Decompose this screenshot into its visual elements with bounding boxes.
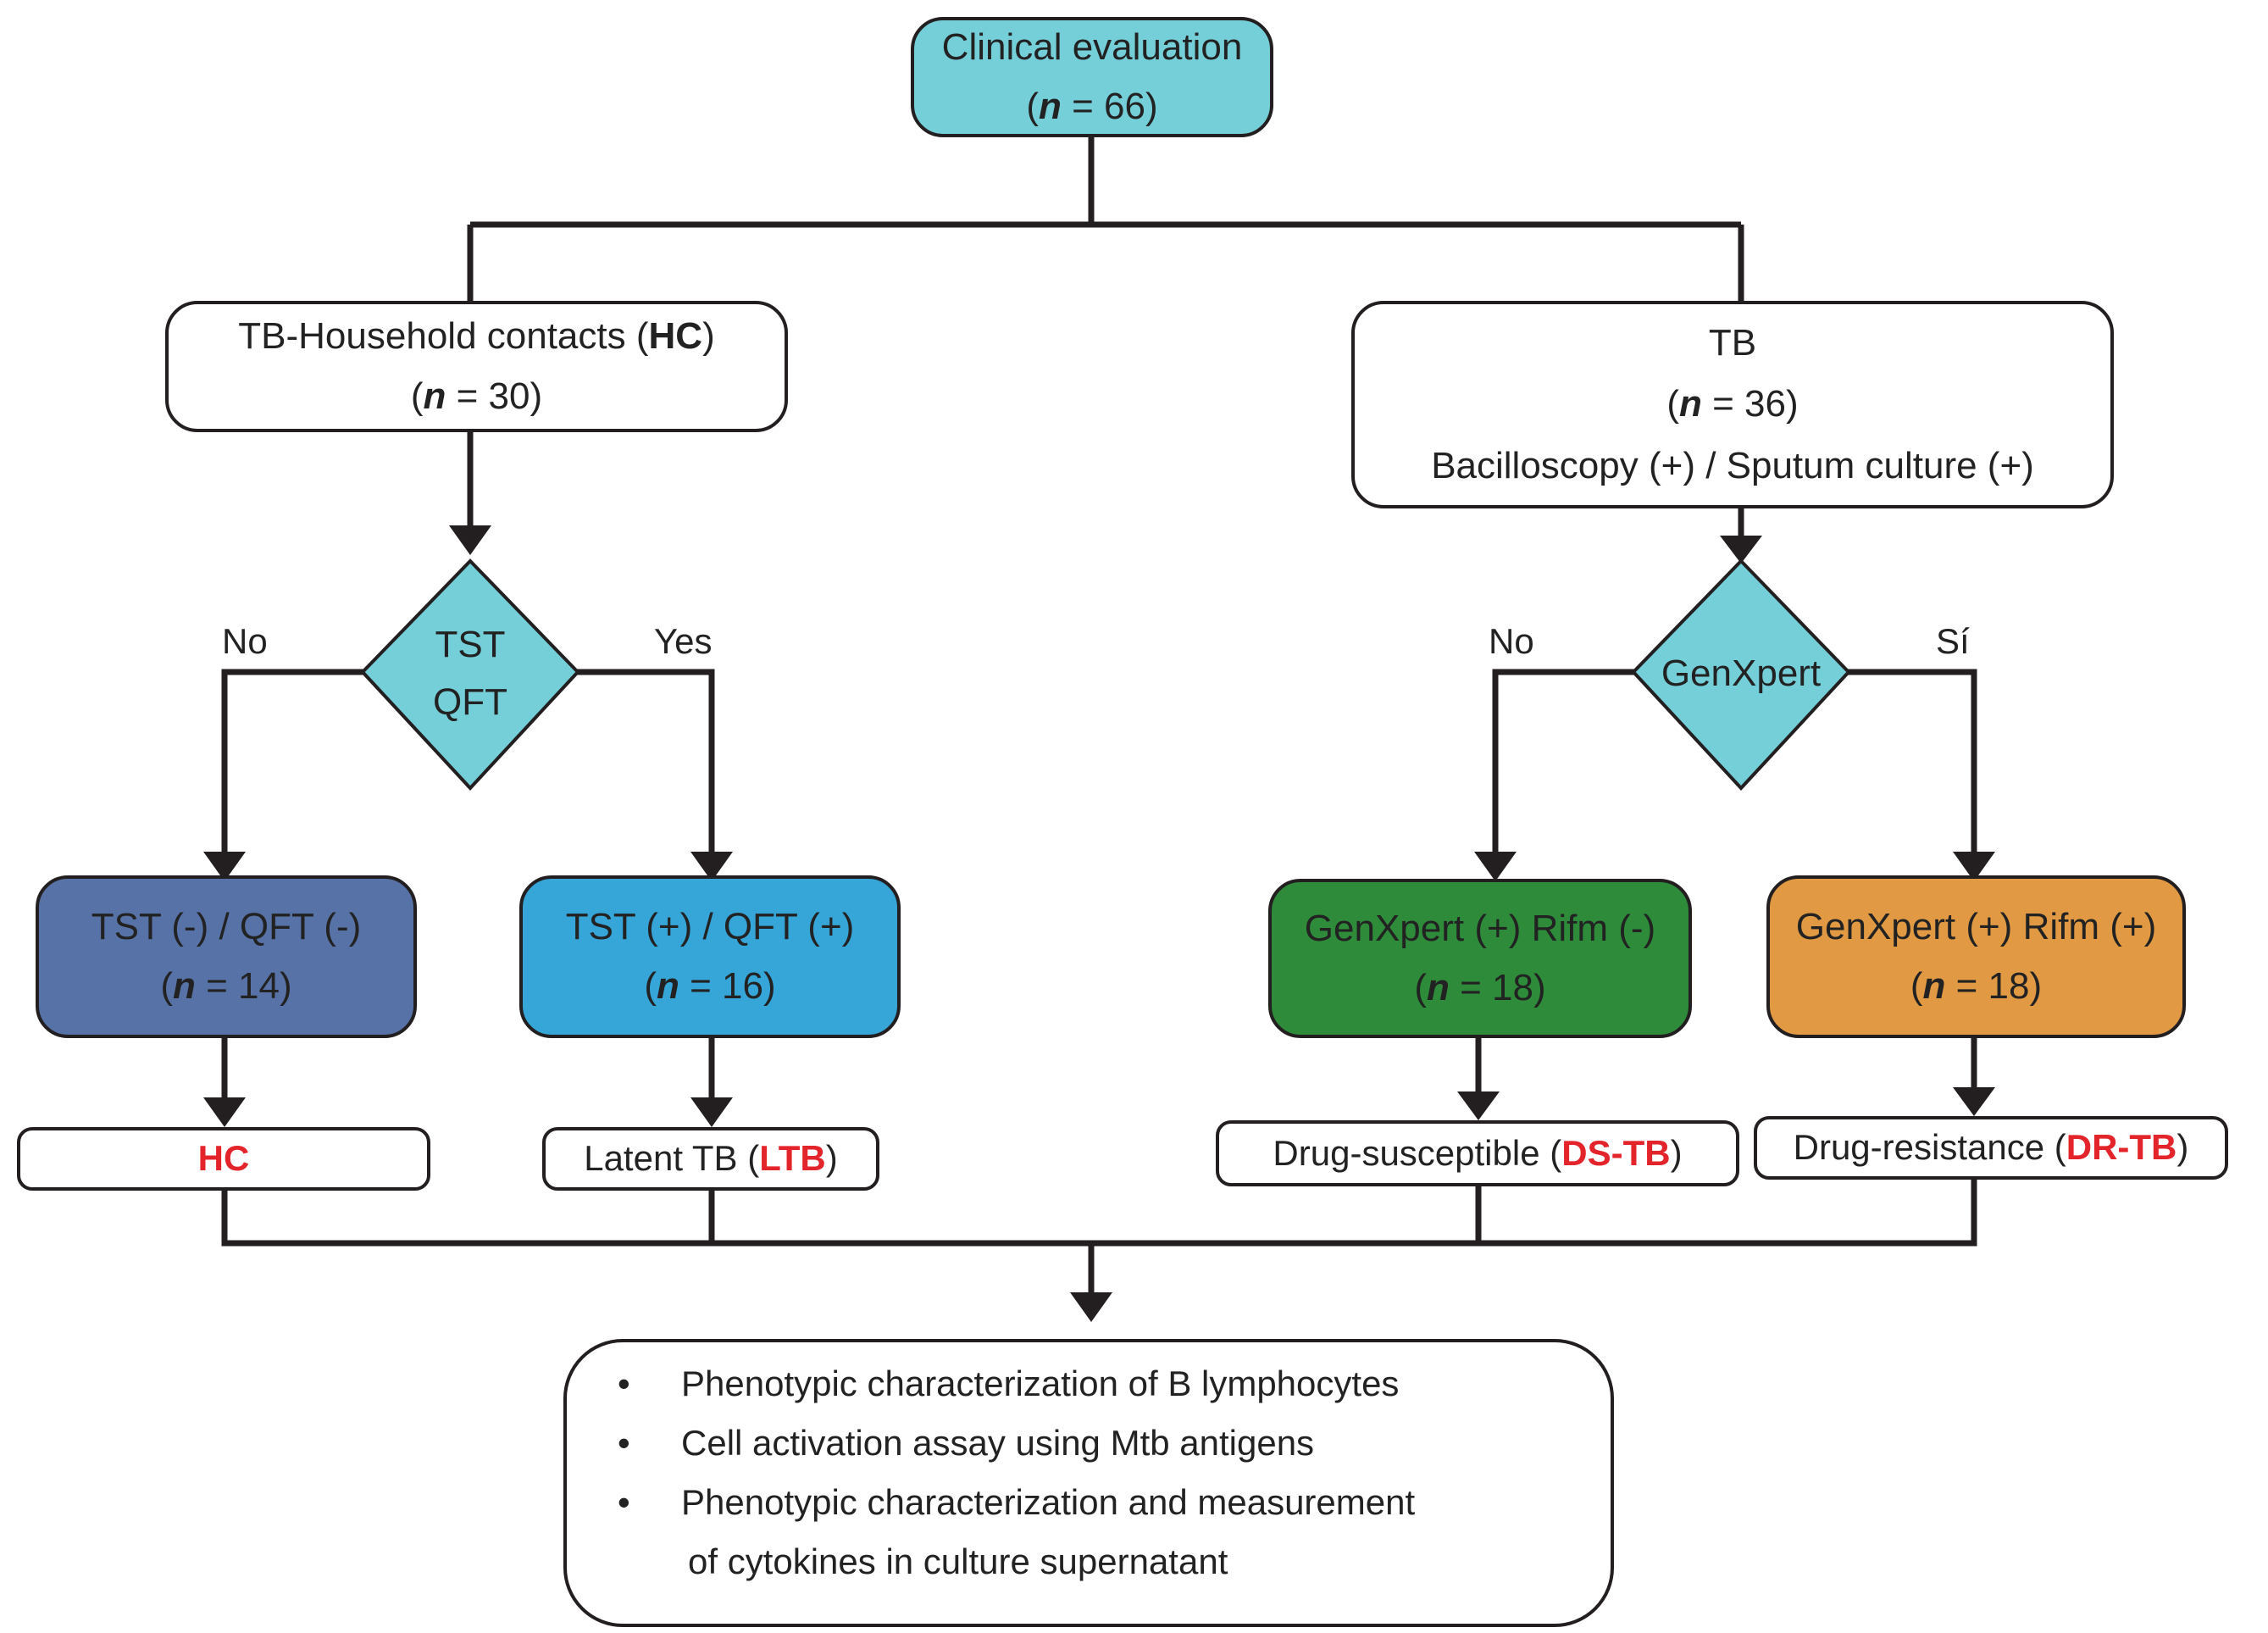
label-hc-text: HC bbox=[197, 1138, 250, 1179]
analysis-item-text: Phenotypic characterization of B lymphoc… bbox=[681, 1364, 1400, 1403]
bullet-icon: • bbox=[618, 1482, 630, 1522]
connector-merge bbox=[221, 1178, 1977, 1297]
connector-left-yes bbox=[576, 669, 715, 856]
node-genxpert-rif-positive-count: (n = 18) bbox=[1910, 965, 2043, 1007]
decision-genxpert-text: GenXpert bbox=[1635, 644, 1847, 703]
analysis-item-text: Phenotypic characterization and measurem… bbox=[681, 1482, 1416, 1522]
label-dr-tb-text: Drug-resistance (DR-TB) bbox=[1793, 1127, 2189, 1168]
node-tb-count: (n = 36) bbox=[1666, 383, 1799, 425]
node-tst-positive-count: (n = 16) bbox=[644, 965, 776, 1007]
branch-label-right-no: No bbox=[1489, 621, 1534, 661]
arrowhead-ds-label bbox=[1457, 1091, 1500, 1120]
arrowhead-left-no bbox=[203, 852, 246, 881]
decision-diamond-genxpert bbox=[1631, 558, 1851, 791]
arrowhead-merge bbox=[1070, 1292, 1112, 1322]
decision-tst-label: TST bbox=[435, 623, 506, 665]
node-tb-title: TB bbox=[1708, 321, 1757, 364]
label-ltb-text: Latent TB (LTB) bbox=[584, 1138, 838, 1179]
decision-tst-qft-text: TST QFT bbox=[385, 610, 555, 737]
arrowhead-dr-label bbox=[1953, 1087, 1995, 1116]
node-household-contacts-count: (n = 30) bbox=[410, 375, 543, 417]
node-tb: TB (n = 36) Bacilloscopy (+) / Sputum cu… bbox=[1351, 301, 2114, 508]
node-household-contacts: TB-Household contacts (HC) (n = 30) bbox=[165, 301, 788, 432]
label-ds-tb-text: Drug-susceptible (DS-TB) bbox=[1273, 1132, 1683, 1173]
node-tst-positive: TST (+) / QFT (+) (n = 16) bbox=[519, 875, 901, 1038]
node-genxpert-rif-negative-count: (n = 18) bbox=[1414, 967, 1546, 1008]
node-clinical-evaluation-title: Clinical evaluation bbox=[941, 25, 1243, 68]
decision-qft-label: QFT bbox=[433, 681, 507, 723]
label-ltb: Latent TB (LTB) bbox=[542, 1127, 879, 1191]
node-tb-criteria: Bacilloscopy (+) / Sputum culture (+) bbox=[1431, 444, 2034, 486]
node-tst-positive-title: TST (+) / QFT (+) bbox=[565, 905, 855, 947]
analysis-box: • Phenotypic characterization of B lymph… bbox=[563, 1339, 1614, 1627]
node-genxpert-rif-positive-title: GenXpert (+) Rifm (+) bbox=[1795, 905, 2157, 947]
node-genxpert-rif-negative: GenXpert (+) Rifm (-) (n = 18) bbox=[1268, 879, 1692, 1038]
node-genxpert-rif-positive: GenXpert (+) Rifm (+) (n = 18) bbox=[1766, 875, 2186, 1038]
arrowhead-tb-diamond bbox=[1720, 536, 1762, 564]
arrowhead-right-yes bbox=[1953, 852, 1995, 881]
arrowhead-pos-label bbox=[690, 1097, 733, 1127]
node-household-contacts-title: TB-Household contacts (HC) bbox=[238, 315, 715, 358]
node-clinical-evaluation-count: (n = 66) bbox=[1026, 86, 1158, 127]
node-tst-negative-title: TST (-) / QFT (-) bbox=[91, 905, 362, 947]
connector-right-no bbox=[1492, 669, 1635, 856]
node-genxpert-rif-negative-title: GenXpert (+) Rifm (-) bbox=[1304, 907, 1656, 949]
arrowhead-hc-diamond bbox=[449, 525, 491, 555]
node-tst-negative-count: (n = 14) bbox=[160, 965, 292, 1007]
label-hc: HC bbox=[17, 1127, 430, 1191]
bullet-icon: • bbox=[618, 1364, 630, 1403]
connector-left-no bbox=[221, 669, 364, 856]
bullet-icon: • bbox=[618, 1423, 630, 1463]
connector-top-split bbox=[467, 136, 1744, 301]
analysis-item-text: Cell activation assay using Mtb antigens bbox=[681, 1423, 1315, 1463]
decision-genxpert-label: GenXpert bbox=[1661, 652, 1822, 694]
branch-label-left-yes: Yes bbox=[654, 621, 713, 661]
branch-label-left-no: No bbox=[222, 621, 268, 661]
decision-diamond-tst-qft bbox=[360, 558, 580, 791]
analysis-item-continuation-text: of cytokines in culture supernatant bbox=[688, 1541, 1228, 1581]
node-clinical-evaluation: Clinical evaluation (n = 66) bbox=[911, 17, 1273, 137]
connector-right-yes bbox=[1847, 669, 1977, 856]
arrowhead-neg-label bbox=[203, 1097, 246, 1127]
arrowhead-left-yes bbox=[690, 852, 733, 881]
node-tst-negative: TST (-) / QFT (-) (n = 14) bbox=[36, 875, 417, 1038]
arrowhead-right-no bbox=[1474, 852, 1517, 881]
label-ds-tb: Drug-susceptible (DS-TB) bbox=[1216, 1120, 1739, 1186]
label-dr-tb: Drug-resistance (DR-TB) bbox=[1754, 1116, 2228, 1180]
branch-label-right-yes: Sí bbox=[1936, 621, 1970, 661]
